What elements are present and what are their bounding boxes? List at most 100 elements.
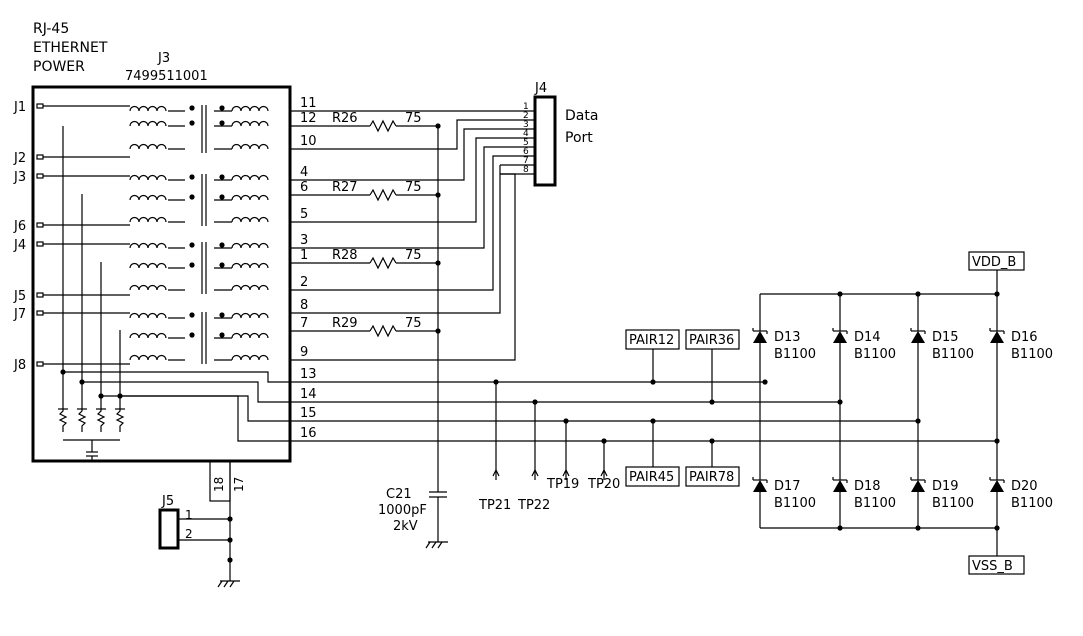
j3-left-pin-stub [36,173,44,179]
coil-primary [129,312,167,319]
j3-left-pin-label: J2 [13,151,26,166]
coil-secondary [231,284,269,291]
j3-left-pin-stub [36,292,44,298]
j4-pin-label: 6 [523,147,529,157]
coil-primary [129,174,167,181]
junction-dot [994,525,1000,531]
bus-14 [82,381,840,403]
j3-right-pin-label: 13 [300,367,317,382]
coil-secondary [231,262,269,269]
diode-symbol [753,480,767,492]
junction-dot [994,438,1000,444]
diode-ref: D18 [854,479,881,494]
test-point-fork [600,469,605,477]
net-pin5 [290,137,500,223]
diode-bridge: D13B1100D14B1100D15B1100D16B1100D17B1100… [752,328,1053,511]
coil-primary [129,332,167,339]
coil-secondary [231,105,269,112]
diode-symbol [753,331,767,343]
tp20-label: TP20 [587,477,620,492]
coil-primary [129,120,167,127]
j3-right-pin-label: 9 [300,345,308,360]
junction-dot [189,262,195,268]
j3-left-pin-label: J1 [13,100,26,115]
j3-right-pin-label: 3 [300,233,308,248]
coil-primary [129,216,167,223]
diode-part: B1100 [1011,347,1053,362]
j3-right-pin-label: 11 [300,96,317,111]
junction-dot [994,291,1000,297]
j3-right-pin-label: 8 [300,298,308,313]
diode-part: B1100 [854,496,896,511]
junction-dot [79,379,85,385]
j3-right-pin-label: 14 [300,387,317,402]
j3-right-pin-label: 7 [300,316,308,331]
j5-pin-1: 1 [185,508,193,522]
diode-part: B1100 [932,496,974,511]
j3-right-pin-label: 12 [300,111,317,126]
ground-hatch [437,541,443,549]
test-point-fork [492,469,497,477]
bias-resistor [58,405,68,432]
coil-primary [129,242,167,249]
junction-dot [189,174,195,180]
diode-symbol [990,331,1004,343]
j3-right-pin-label: 15 [300,406,317,421]
junction-dot [915,418,921,424]
diode-part: B1100 [854,347,896,362]
ground-hatch [431,541,437,549]
resistor-value: 75 [405,111,422,126]
junction-dot [762,379,768,385]
resistor-ref: R28 [332,248,358,263]
diode-ref: D15 [932,330,959,345]
vss-label: VSS_B [972,559,1013,574]
coil-secondary [231,143,269,150]
j5-pin-2: 2 [185,527,193,541]
resistor-value: 75 [405,316,422,331]
coil-primary [129,262,167,269]
j4-pin-label: 1 [523,102,529,112]
j4-pin-label: 3 [523,120,529,130]
j5-ref: J5 [161,494,174,509]
tp21-label: TP21 [478,498,511,513]
j3-body [31,85,292,463]
junction-dot [219,332,225,338]
test-point-fork [562,469,567,477]
coil-primary [129,105,167,112]
title-line-3: POWER [33,59,85,75]
pair36-label: PAIR36 [689,333,734,348]
pair45-label: PAIR45 [629,470,674,485]
j3-left-pin-stub [36,361,44,367]
junction-dot [219,242,225,248]
junction-dot [837,525,843,531]
ground-hatch [217,580,223,588]
diode-ref: D20 [1011,479,1038,494]
diode-ref: D16 [1011,330,1038,345]
junction-dot [837,399,843,405]
test-point-fork [565,469,570,477]
coil-secondary [231,312,269,319]
diode-ref: D14 [854,330,881,345]
j3-ref: J3 [157,51,170,66]
resistor-ref: R26 [332,111,358,126]
bus-13 [63,371,765,383]
j3-left-pin-stub [36,154,44,160]
junction-dot [189,312,195,318]
bias-resistor [77,405,87,432]
junction-dot [837,291,843,297]
j3-right-pin-label: 2 [300,275,308,290]
j4-pin-label: 2 [523,111,529,121]
c21-ref: C21 [386,487,412,502]
j4-pin-label: 7 [523,156,529,166]
resistor-zigzag [369,119,397,133]
j3-pin-18: 18 [212,477,226,492]
resistor-ref: R27 [332,180,358,195]
j4-ref: J4 [534,81,547,96]
j3-left-pin-stub [36,241,44,247]
c21-rating: 2kV [393,519,418,534]
diode-part: B1100 [1011,496,1053,511]
coil-secondary [231,174,269,181]
diode-symbol [911,331,925,343]
j3-left-pin-label: J6 [13,219,26,234]
